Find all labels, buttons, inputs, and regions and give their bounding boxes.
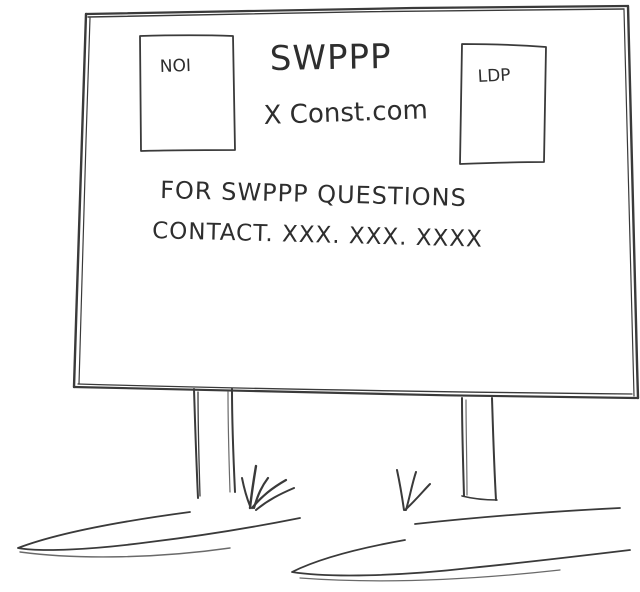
grass-tuft-right: [396, 469, 431, 511]
sign-board: [72, 4, 640, 400]
contact-line: CONTACT. XXX. XXX. XXXX: [152, 218, 483, 253]
noi-box: NOI: [139, 34, 236, 152]
grass-tuft-left: [241, 464, 295, 511]
website-text: X Const.com: [263, 95, 428, 131]
ldp-box: LDP: [459, 43, 547, 165]
ground-strokes: [17, 507, 631, 582]
noi-label: NOI: [159, 56, 191, 77]
left-post: [193, 388, 236, 499]
ldp-label: LDP: [477, 65, 511, 87]
questions-line: FOR SWPPP QUESTIONS: [160, 176, 467, 212]
sign-title: SWPPP: [269, 37, 391, 79]
right-post: [461, 397, 498, 501]
